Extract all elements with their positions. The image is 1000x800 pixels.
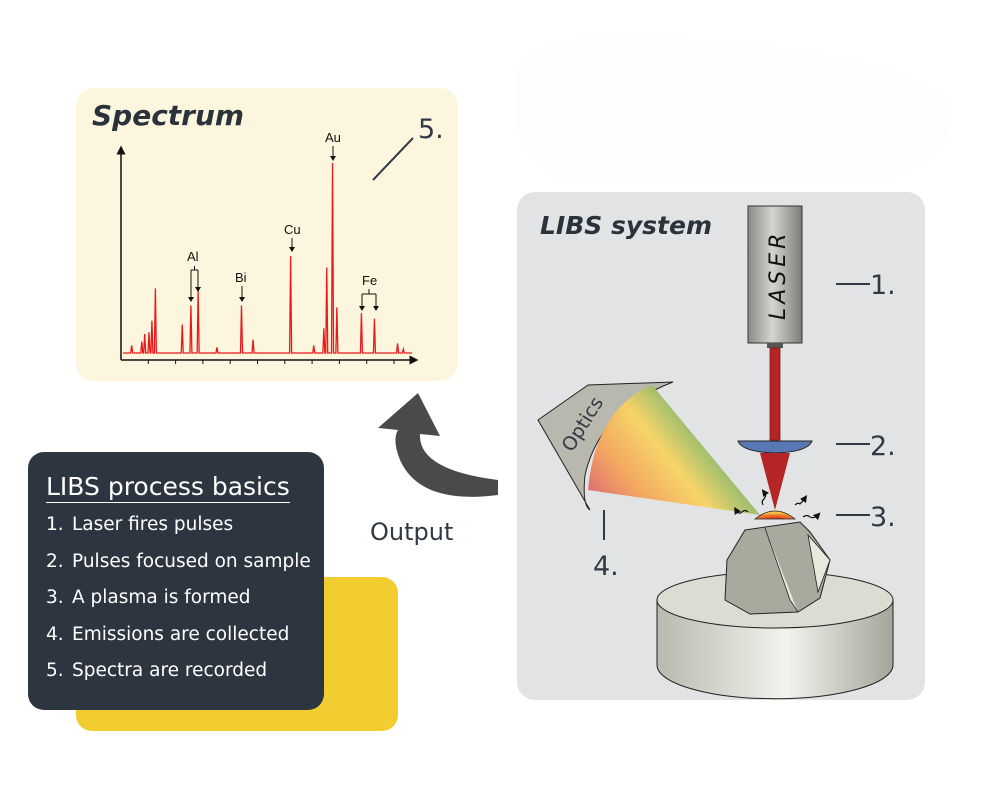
peak-label-al: Al [187, 249, 199, 264]
spectrum-trace [123, 162, 412, 354]
step-2-label: 2. [870, 431, 896, 462]
plasma [753, 510, 797, 520]
process-basics-card: LIBS process basics 1. Laser fires pulses… [28, 452, 324, 710]
step-text: Spectra are recorded [72, 660, 268, 681]
step-4-label: 4. [593, 551, 619, 582]
rock-sample [724, 521, 831, 615]
focused-beam [760, 453, 790, 510]
background-shape [515, 35, 951, 185]
list-item: 3. A plasma is formed [46, 587, 311, 624]
emission-wavy-arrows [734, 489, 821, 521]
focusing-lens [737, 440, 813, 454]
step-5-leader [372, 137, 414, 181]
step-1-label: 1. [870, 270, 896, 301]
step-number: 3. [46, 587, 64, 608]
step-3-label: 3. [870, 502, 896, 533]
peak-label-bi: Bi [235, 270, 247, 285]
x-axis-ticks [147, 360, 395, 364]
libs-system-panel: LIBS system LASER Optics 1. 2. 3. [517, 192, 925, 700]
output-arrow-icon [378, 393, 498, 497]
step-text: Emissions are collected [72, 623, 290, 645]
laser-beam [769, 347, 781, 441]
peak-label-au: Au [325, 130, 341, 145]
spectrum-title: Spectrum [92, 99, 244, 132]
list-item: 4. Emissions are collected [46, 624, 311, 661]
al-bracket-arrow [190, 266, 199, 300]
step-text: A plasma is formed [72, 587, 251, 608]
bi-arrowhead [239, 297, 245, 302]
libs-system-title: LIBS system [540, 211, 712, 240]
laser-body [747, 205, 803, 344]
fe-arrowheads [359, 306, 379, 311]
step-text: Laser fires pulses [72, 514, 234, 535]
list-item: 2. Pulses focused on sample [46, 551, 311, 588]
laser-label: LASER [766, 230, 791, 320]
list-item: 5. Spectra are recorded [46, 660, 311, 697]
process-steps-list: 1. Laser fires pulses 2. Pulses focused on… [46, 514, 311, 697]
rock-facets [764, 527, 831, 613]
peak-label-fe: Fe [362, 273, 377, 288]
peak-label-cu: Cu [284, 222, 301, 237]
step-text: Pulses focused on sample [72, 550, 311, 572]
step-5-label: 5. [418, 114, 444, 145]
laser-nozzle [767, 343, 783, 348]
emission-light-cone [588, 385, 760, 515]
al-arrowheads [188, 287, 201, 302]
output-label: Output [370, 518, 453, 546]
cu-arrowhead [289, 247, 295, 252]
au-arrowhead [330, 156, 336, 161]
step-number: 4. [46, 623, 64, 645]
step-number: 5. [46, 660, 64, 681]
list-item: 1. Laser fires pulses [46, 514, 311, 551]
spectrum-panel: Spectrum 5. Al Bi Cu Au Fe [76, 88, 458, 381]
fe-bracket-arrow [361, 289, 377, 308]
step-number: 2. [46, 550, 64, 572]
process-basics-title: LIBS process basics [46, 472, 290, 503]
step-number: 1. [46, 514, 64, 535]
